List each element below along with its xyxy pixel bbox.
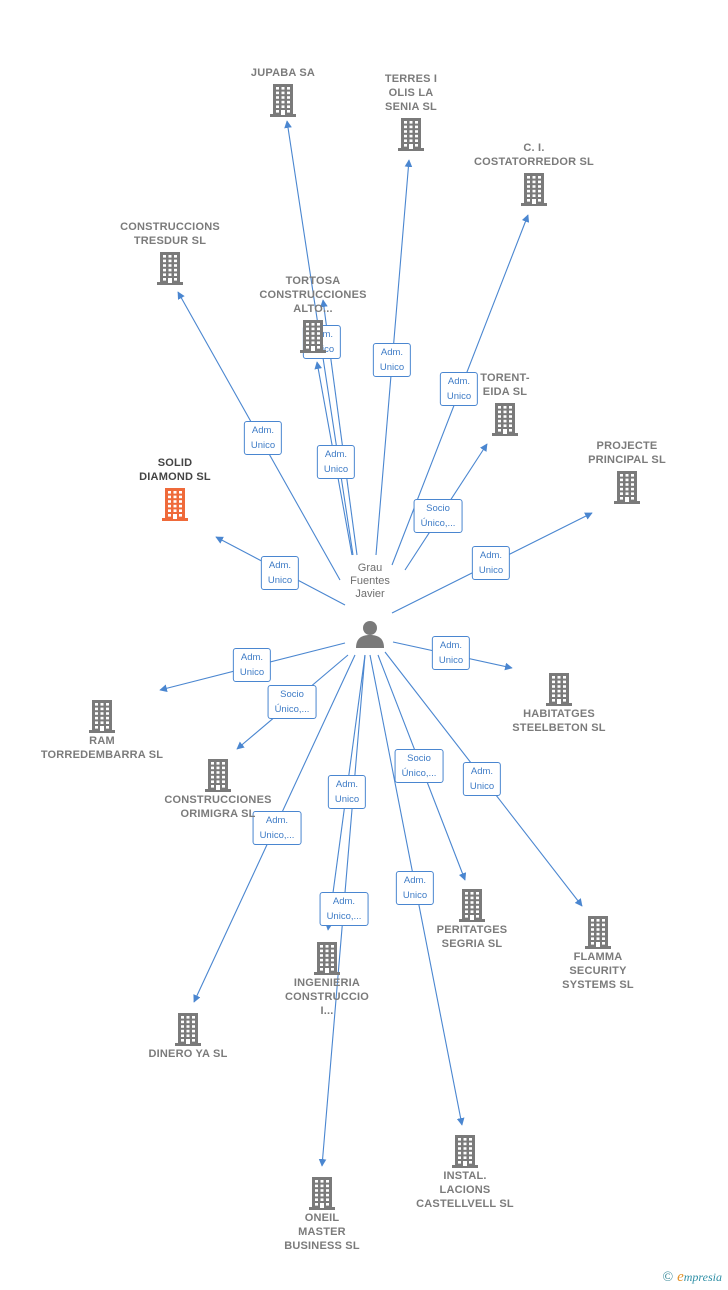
company-name: HABITATGES STEELBETON SL (512, 708, 606, 734)
company-name: CONSTRUCCIONS TRESDUR SL (120, 221, 220, 247)
building-icon (459, 889, 485, 922)
edge-label-oneil[interactable]: Adm. Unico (327, 775, 367, 809)
company-name: TORENT- EIDA SL (480, 372, 530, 398)
company-node-torent[interactable]: TORENT- EIDA SL (430, 371, 580, 437)
building-icon (585, 916, 611, 949)
building-icon (614, 471, 640, 504)
company-node-tresdur[interactable]: CONSTRUCCIONS TRESDUR SL (95, 220, 245, 286)
building-icon (314, 942, 340, 975)
company-node-ingenieria[interactable]: INGENIERIA CONSTRUCCIO I... (252, 938, 402, 1018)
company-node-solid[interactable]: SOLID DIAMOND SL (100, 456, 250, 522)
company-name: DINERO YA SL (148, 1048, 228, 1060)
center-person-name: Grau Fuentes Javier (350, 562, 390, 600)
edge-label-torent[interactable]: Socio Único,... (413, 499, 463, 533)
company-node-terres[interactable]: TERRES I OLIS LA SENIA SL (336, 72, 486, 152)
edge-label-orimigra[interactable]: Socio Único,... (267, 685, 317, 719)
edge-label-solid[interactable]: Adm. Unico (260, 556, 300, 590)
company-name: TORTOSA CONSTRUCCIONES ALTO... (259, 275, 367, 315)
edge-label-jupaba[interactable]: Adm. Unico (316, 445, 356, 479)
copyright-symbol: © (662, 1270, 674, 1285)
company-name: C. I. COSTATORREDOR SL (474, 142, 594, 168)
company-node-orimigra[interactable]: CONSTRUCCIONES ORIMIGRA SL (143, 755, 293, 821)
center-person[interactable]: Grau Fuentes Javier (325, 562, 415, 649)
building-icon (270, 84, 296, 117)
company-node-peritatges[interactable]: PERITATGES SEGRIA SL (397, 885, 547, 951)
edge-label-ci[interactable]: Adm. Unico (439, 372, 479, 406)
edge-label-flamma[interactable]: Adm. Unico (462, 762, 502, 796)
edge-label-instal[interactable]: Adm. Unico (395, 871, 435, 905)
building-icon (452, 1135, 478, 1168)
company-node-oneil[interactable]: ONEIL MASTER BUSINESS SL (247, 1173, 397, 1253)
building-icon (205, 759, 231, 792)
company-node-tortosa[interactable]: TORTOSA CONSTRUCCIONES ALTO... (238, 274, 388, 354)
company-node-habitatges[interactable]: HABITATGES STEELBETON SL (484, 669, 634, 735)
building-icon (398, 118, 424, 151)
company-node-ci[interactable]: C. I. COSTATORREDOR SL (459, 141, 609, 207)
edge-label-habitatges[interactable]: Adm. Unico (431, 636, 471, 670)
company-name: CONSTRUCCIONES ORIMIGRA SL (164, 794, 272, 820)
company-node-flamma[interactable]: FLAMMA SECURITY SYSTEMS SL (523, 912, 673, 992)
edge-label-ram[interactable]: Adm. Unico (232, 648, 272, 682)
building-icon (175, 1013, 201, 1046)
company-node-instal[interactable]: INSTAL. LACIONS CASTELLVELL SL (390, 1131, 540, 1211)
building-icon (300, 320, 326, 353)
company-name: FLAMMA SECURITY SYSTEMS SL (562, 951, 634, 991)
company-node-jupaba[interactable]: JUPABA SA (208, 66, 358, 118)
brand-first-letter: e (677, 1269, 684, 1285)
company-node-dinero[interactable]: DINERO YA SL (113, 1009, 263, 1061)
building-icon (521, 173, 547, 206)
edge-label-terres[interactable]: Adm. Unico (372, 343, 412, 377)
brand-logo: ©empresia (662, 1269, 722, 1286)
building-icon (492, 403, 518, 436)
person-icon (356, 621, 384, 648)
edge-label-peritatges[interactable]: Socio Único,... (394, 749, 444, 783)
building-icon (309, 1177, 335, 1210)
company-name: JUPABA SA (250, 67, 316, 79)
edge-label-dinero[interactable]: Adm. Unico,... (252, 811, 302, 845)
company-name: PERITATGES SEGRIA SL (436, 924, 508, 950)
building-icon-highlighted (162, 488, 188, 521)
company-name: INGENIERIA CONSTRUCCIO I... (284, 977, 370, 1017)
edge-label-tresdur[interactable]: Adm. Unico (243, 421, 283, 455)
brand-name-rest: mpresia (683, 1270, 722, 1284)
company-name: INSTAL. LACIONS CASTELLVELL SL (416, 1170, 514, 1210)
company-name: RAM TORREDEMBARRA SL (40, 735, 164, 761)
building-icon (89, 700, 115, 733)
building-icon (157, 252, 183, 285)
company-name: ONEIL MASTER BUSINESS SL (284, 1212, 360, 1252)
edge-label-ingenieria[interactable]: Adm. Unico,... (319, 892, 369, 926)
building-icon (546, 673, 572, 706)
company-node-projecte[interactable]: PROJECTE PRINCIPAL SL (552, 439, 702, 505)
company-name: PROJECTE PRINCIPAL SL (588, 440, 666, 466)
company-node-ram[interactable]: RAM TORREDEMBARRA SL (27, 696, 177, 762)
company-name: TERRES I OLIS LA SENIA SL (384, 73, 438, 113)
company-name: SOLID DIAMOND SL (139, 457, 211, 483)
edge-label-projecte[interactable]: Adm. Unico (471, 546, 511, 580)
